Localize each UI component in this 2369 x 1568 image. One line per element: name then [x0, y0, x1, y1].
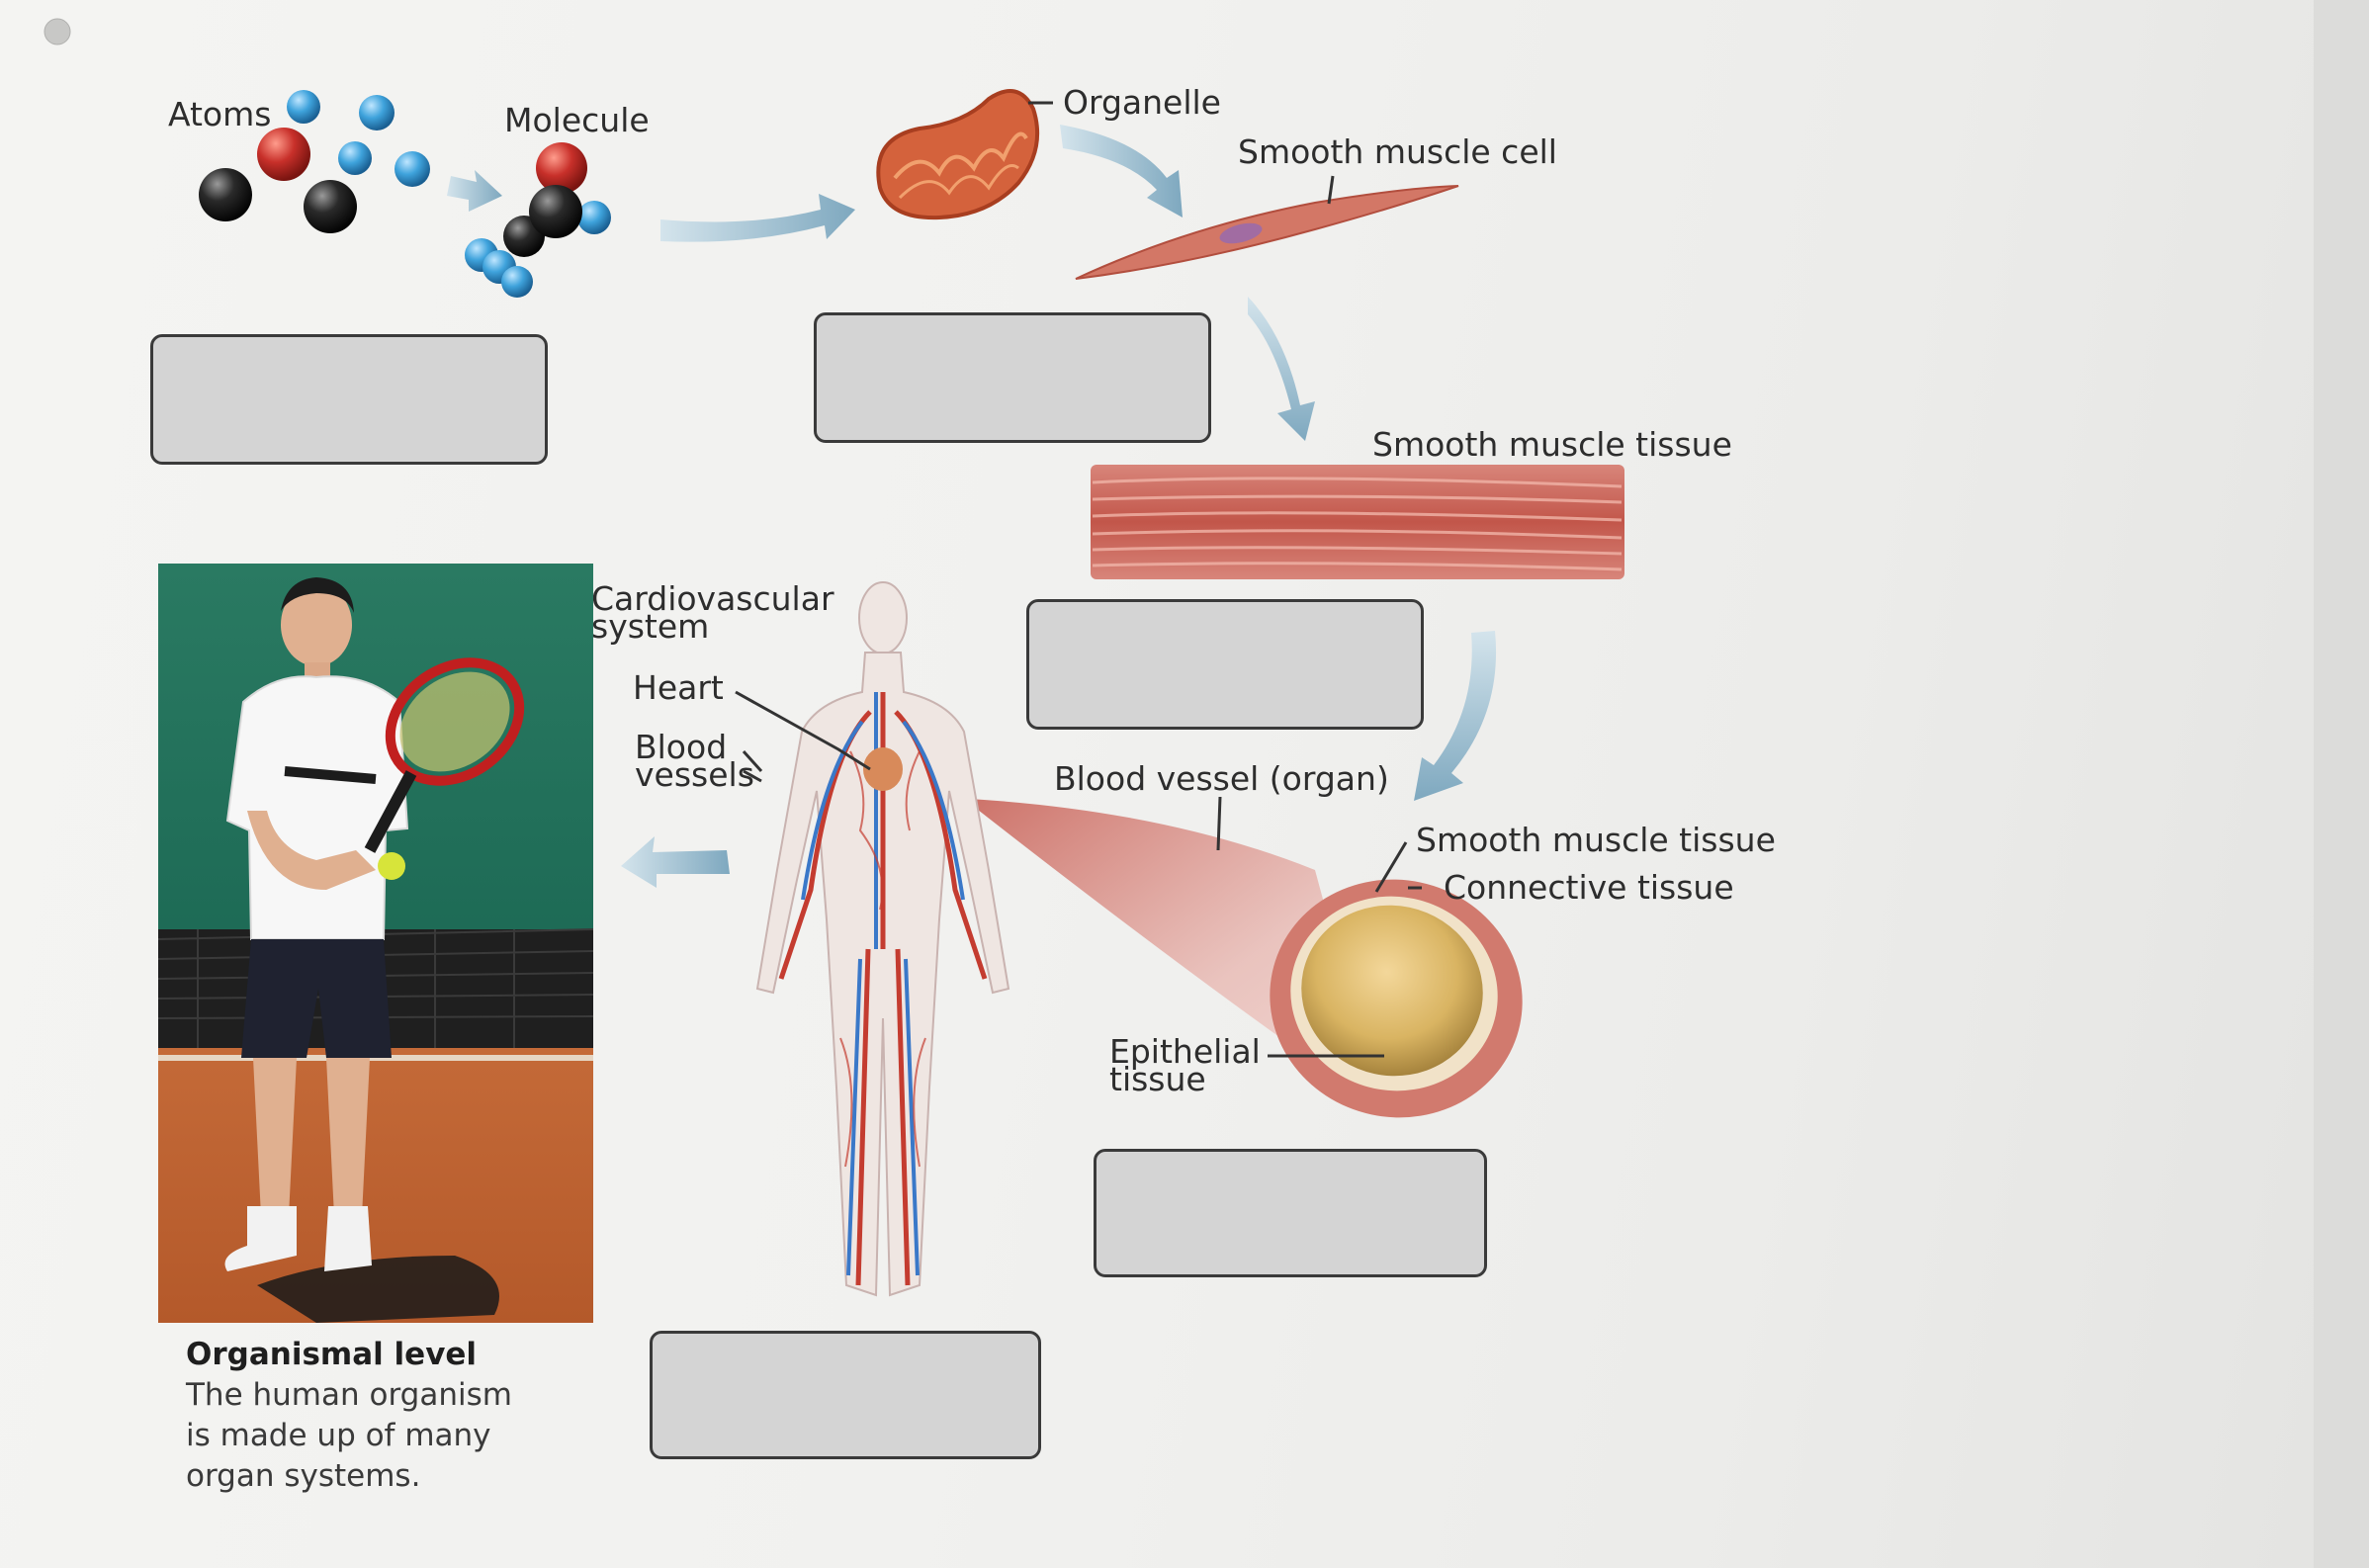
answer-box-organ-system-level[interactable] [650, 1331, 1041, 1459]
answer-box-organ-level[interactable] [1094, 1149, 1487, 1277]
atoms-label: Atoms [168, 95, 272, 133]
smooth-muscle-cell-illustration [1075, 185, 1459, 280]
answer-box-chemical-level[interactable] [150, 334, 548, 465]
tennis-player-photo [158, 564, 593, 1323]
page-edge-shadow [2314, 0, 2369, 1568]
tissue-to-organ-arrow [1414, 631, 1497, 801]
organelle-label: Organelle [1063, 83, 1221, 122]
epithelial-tissue-label: Epithelial tissue [1109, 1032, 1261, 1098]
answer-box-cellular-level[interactable] [814, 312, 1211, 443]
corner-mark-icon [44, 18, 71, 45]
caption-title: Organismal level [186, 1337, 478, 1372]
organelle-illustration [876, 89, 1040, 220]
cardiovascular-system-illustration [755, 581, 1010, 1297]
molecule-illustration [465, 142, 611, 298]
molecule-to-organelle-arrow [660, 194, 855, 242]
heart-label: Heart [633, 668, 724, 707]
caption-line: is made up of many [186, 1418, 491, 1453]
blood-vessels-label: Blood vessels [635, 728, 754, 794]
blood-vessel-illustration [969, 799, 1523, 1118]
smooth-muscle-cell-label: Smooth muscle cell [1238, 132, 1557, 171]
molecule-label: Molecule [504, 101, 650, 139]
connective-tissue-label: Connective tissue [1444, 868, 1734, 907]
heart-icon [863, 747, 903, 791]
answer-box-tissue-level[interactable] [1026, 599, 1424, 730]
caption-line: The human organism [186, 1377, 512, 1413]
leader-lines [735, 101, 1422, 1058]
organismal-level-caption: Organismal level The human organism is m… [186, 1335, 512, 1497]
organelle-to-cell-arrow [1060, 125, 1183, 218]
cell-to-tissue-arrow [1248, 297, 1315, 441]
organ-to-system-arrow [621, 836, 730, 888]
cardiovascular-system-label: Cardiovascular system [591, 579, 834, 646]
smooth-muscle-tissue-label: Smooth muscle tissue [1372, 425, 1732, 464]
caption-line: organ systems. [186, 1458, 421, 1494]
smooth-muscle-tissue-illustration [1091, 465, 1624, 579]
atoms-illustration [199, 90, 430, 233]
vessel-smooth-muscle-label: Smooth muscle tissue [1416, 821, 1776, 859]
blood-vessel-organ-label: Blood vessel (organ) [1054, 759, 1389, 798]
atoms-to-molecule-arrow [447, 170, 502, 212]
